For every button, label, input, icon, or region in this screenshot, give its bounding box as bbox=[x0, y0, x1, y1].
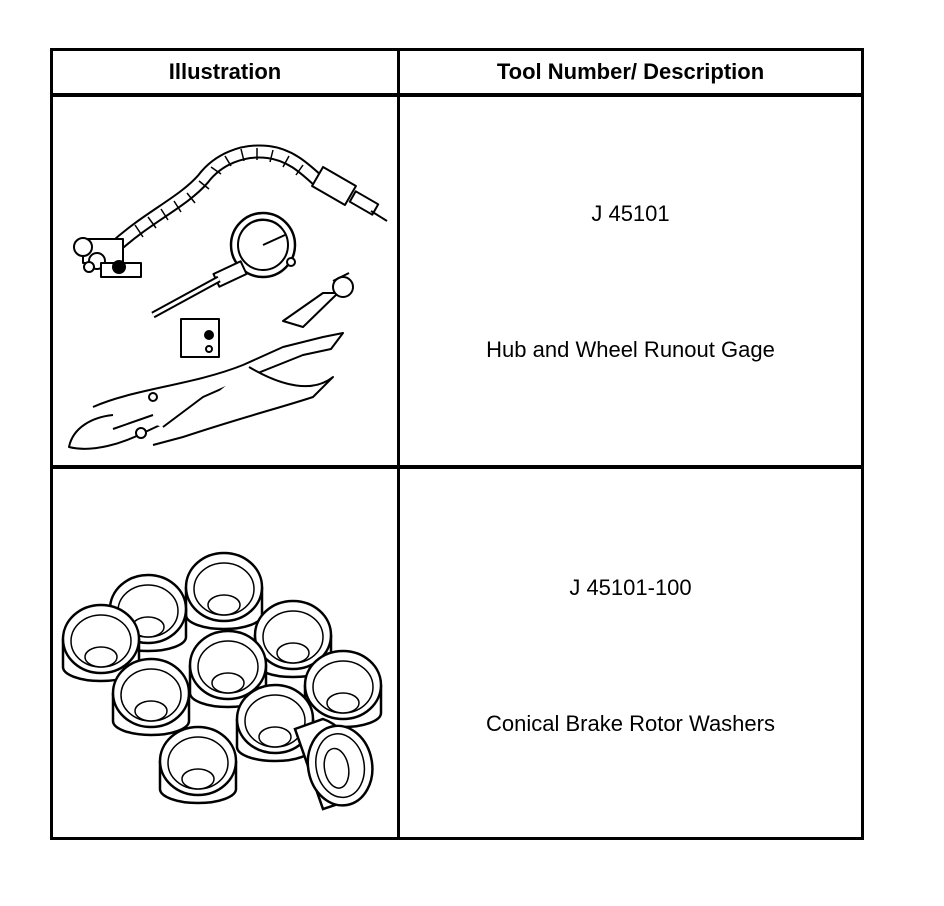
tool-number: J 45101-100 bbox=[569, 575, 692, 600]
header-tool-description: Tool Number/ Description bbox=[496, 59, 765, 84]
runout-gage-icon bbox=[68, 144, 388, 450]
tool-description: Hub and Wheel Runout Gage bbox=[486, 337, 775, 362]
row-divider bbox=[53, 465, 861, 469]
row-2-illustration bbox=[53, 469, 397, 840]
tool-number: J 45101 bbox=[591, 201, 670, 226]
row-2-description-cell: J 45101-100 Conical Brake Rotor Washers bbox=[400, 469, 861, 840]
column-divider bbox=[397, 51, 400, 837]
header-divider bbox=[53, 93, 861, 97]
row-1-description-cell: J 45101 Hub and Wheel Runout Gage bbox=[400, 97, 861, 465]
row-1-illustration bbox=[53, 97, 397, 465]
tool-table: Illustration Tool Number/ Description bbox=[50, 48, 864, 840]
tool-description: Conical Brake Rotor Washers bbox=[486, 711, 775, 736]
conical-washers-icon bbox=[61, 551, 383, 811]
header-illustration: Illustration bbox=[168, 59, 282, 84]
